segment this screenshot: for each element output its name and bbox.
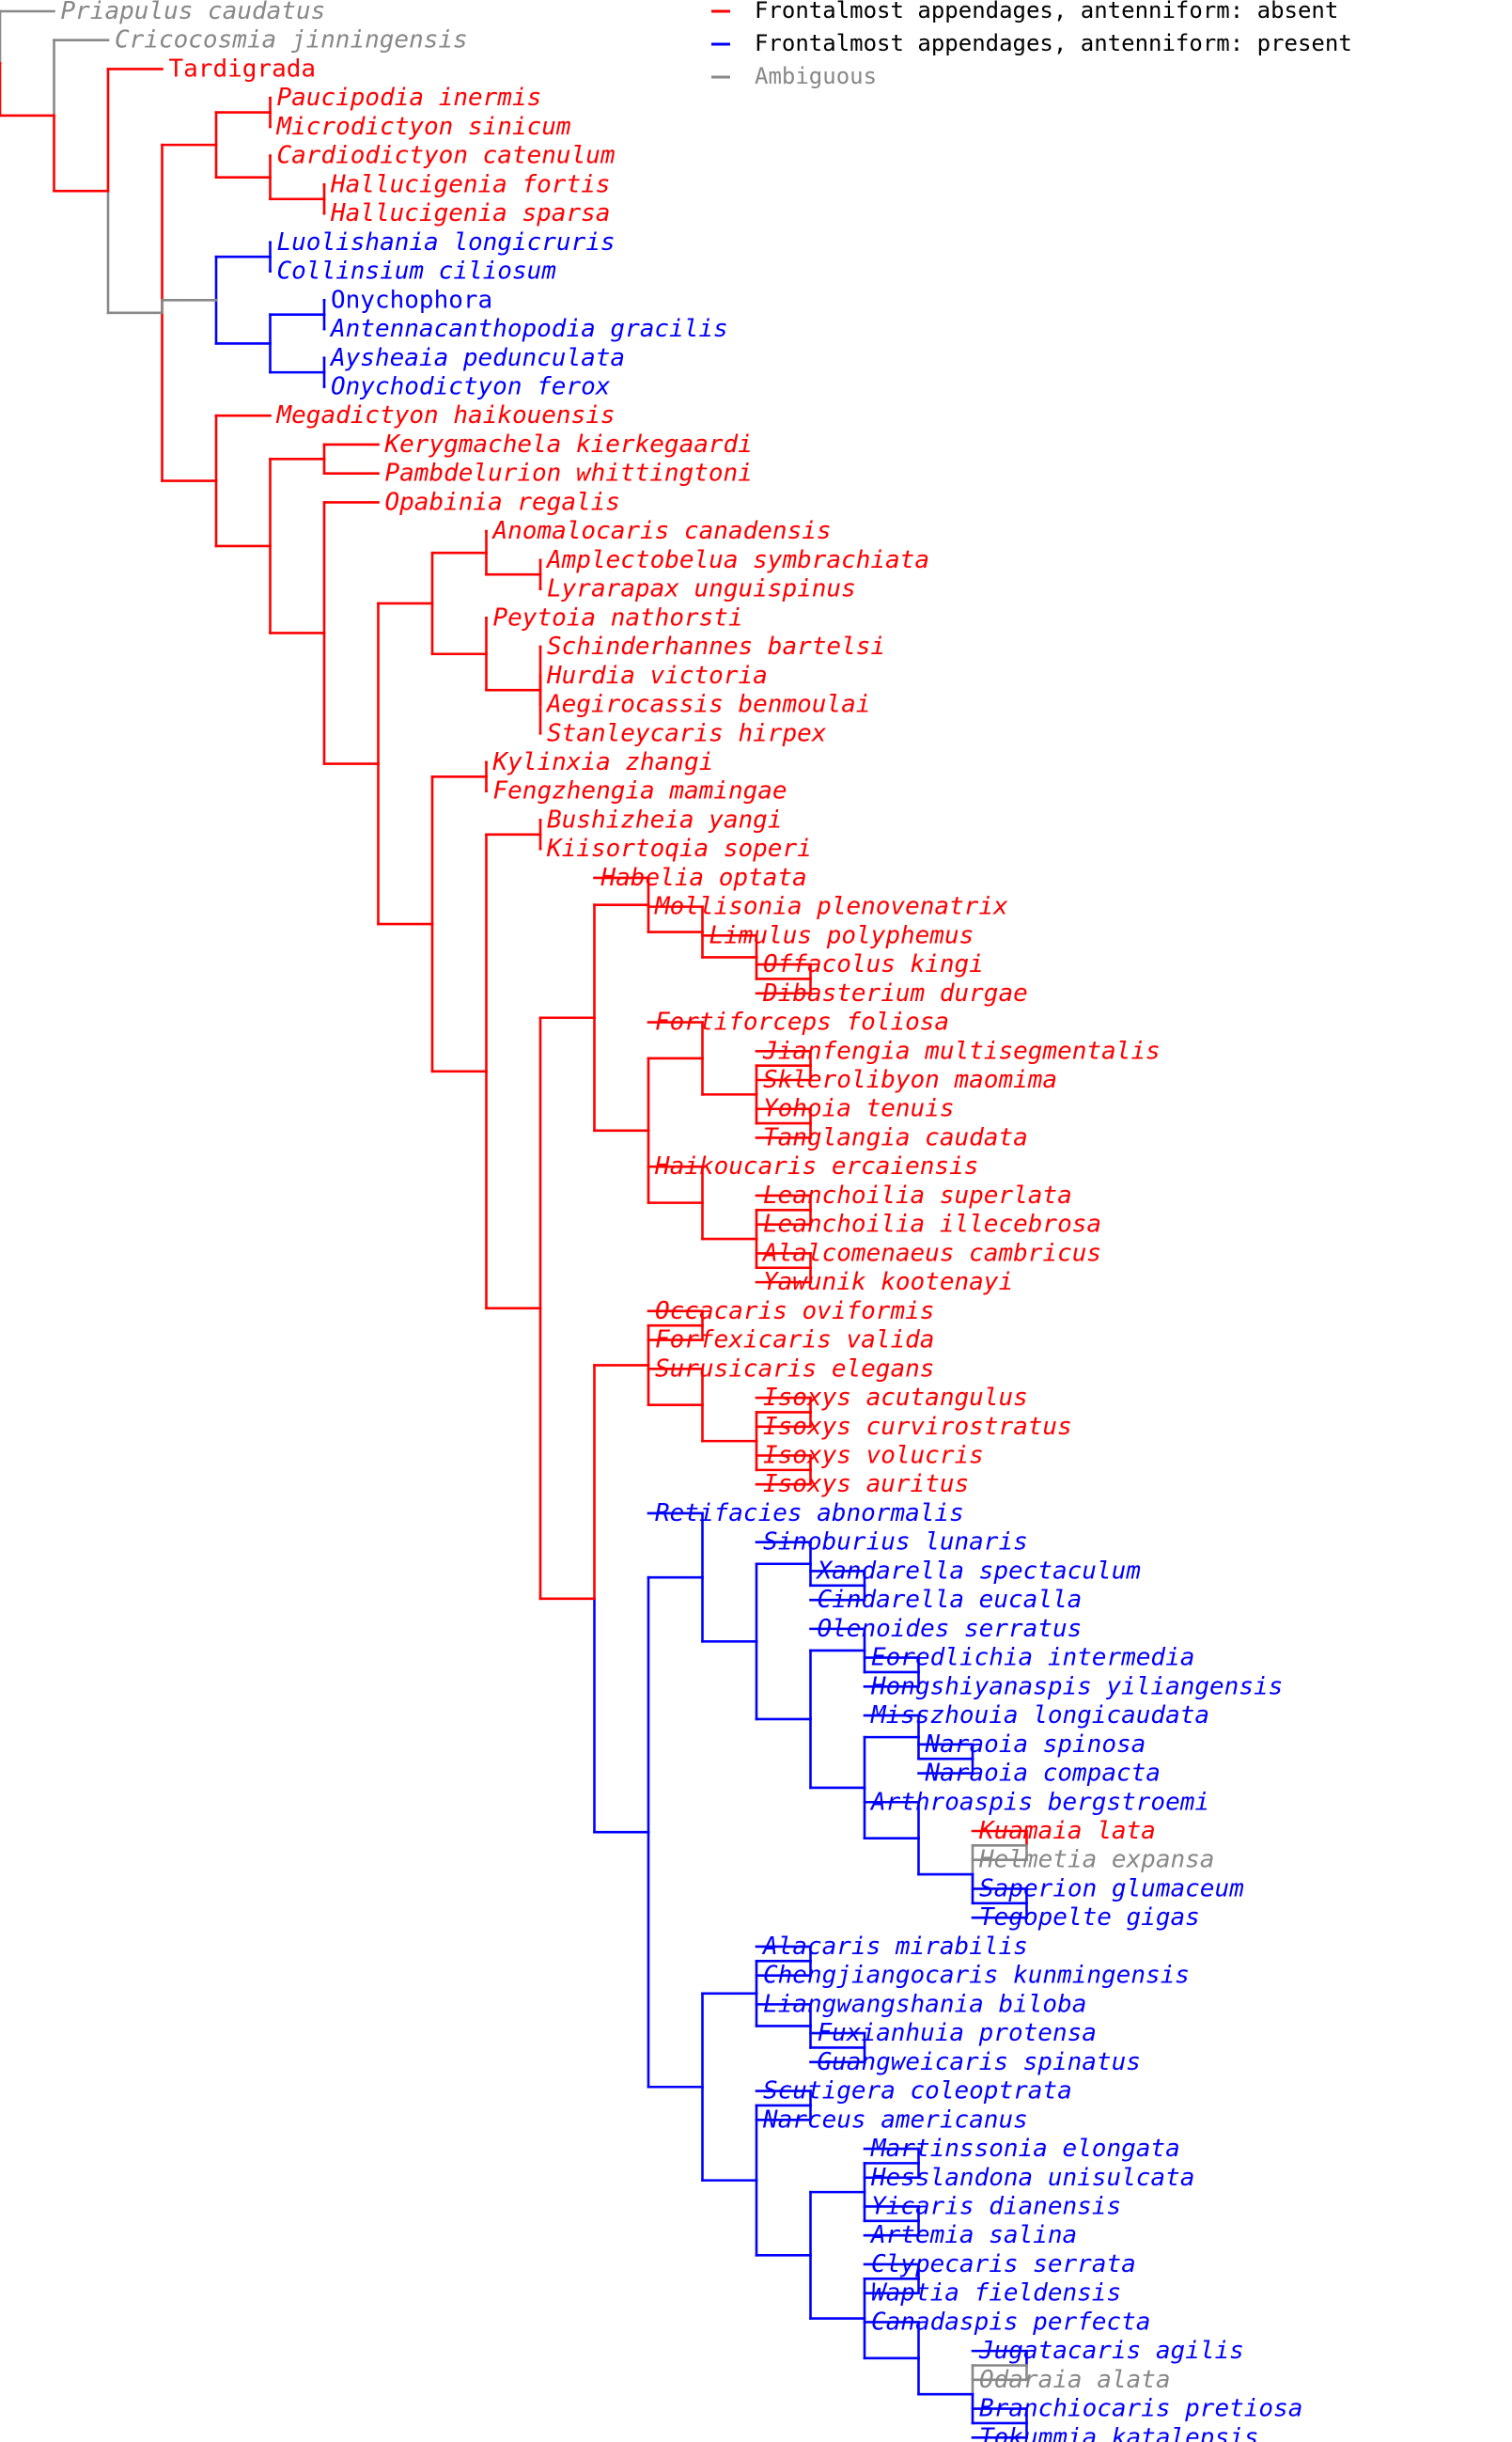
taxon-label: Antennacanthopodia gracilis [329,315,728,343]
taxon-label: Isoxys curvirostratus [763,1413,1072,1441]
taxon-label: Fortiforceps foliosa [655,1009,949,1037]
taxon-label: Cricocosmia jinningensis [115,26,468,55]
taxon-label: Naraoia compacta [925,1760,1161,1788]
taxon-label: Dibasterium durgae [762,979,1028,1008]
taxon-label: Leanchoilia superlata [763,1182,1072,1210]
taxon-label: Hallucigenia sparsa [330,199,610,227]
taxon-label: Naraoia spinosa [925,1730,1146,1759]
taxon-label: Peytoia nathorsti [493,603,743,632]
taxon-label: Stanleycaris hirpex [547,719,827,747]
taxon-label: Paucipodia inermis [277,84,542,112]
taxon-label: Saperion glumaceum [979,1874,1244,1902]
taxon-label: Hongshiyanaspis yiliangensis [870,1672,1283,1700]
taxon-label: Yicaris dianensis [871,2192,1121,2220]
taxon-label: Tardigrada [169,55,317,83]
taxon-label: Amplectobelua symbrachiata [545,546,929,574]
taxon-label: Tegopelte gigas [979,1903,1200,1932]
taxon-label: Bushizheia yangi [547,806,782,834]
taxon-label: Megadictyon haikouensis [276,401,616,430]
taxon-label: Isoxys auritus [763,1470,969,1498]
taxon-label: Isoxys acutangulus [763,1384,1028,1412]
taxon-label: Clypecaris serrata [871,2250,1136,2278]
taxon-label: Waptia fieldensis [871,2279,1121,2308]
taxon-label: Artemia salina [869,2221,1077,2249]
taxon-label: Onychophora [331,286,492,314]
taxon-label: Collinsium ciliosum [277,258,556,286]
taxon-label: Kiisortoqia soperi [546,835,812,863]
taxon-label: Anomalocaris canadensis [491,517,832,545]
taxon-label: Branchiocaris pretiosa [979,2395,1302,2423]
legend-label-ambiguous: Ambiguous [755,63,877,89]
taxon-label: Hallucigenia fortis [330,170,610,198]
tree-branches [0,9,1028,2439]
taxon-label: Kuamaia lata [978,1817,1156,1845]
taxon-label: Priapulus caudatus [61,0,326,25]
legend: Frontalmost appendages, antenniform: abs… [711,0,1352,89]
taxon-label: Aegirocassis benmoulai [545,691,870,719]
taxon-label: Xandarella spectaculum [816,1557,1141,1585]
taxon-label: Yohoia tenuis [763,1095,955,1123]
taxon-label: Offacolus kingi [763,950,984,978]
taxon-label: Misszhouia longicaudata [870,1701,1209,1730]
taxon-label: Pambdelurion whittingtoni [385,460,753,488]
taxon-label: Scutigera coleoptrata [763,2077,1072,2105]
taxon-label: Habelia optata [600,864,807,892]
taxon-label: Arthroaspis bergstroemi [869,1788,1209,1816]
taxon-label: Sklerolibyon maomima [763,1066,1057,1094]
taxon-label: Forfexicaris valida [655,1326,934,1354]
taxon-label: Sinoburius lunaris [763,1528,1028,1557]
taxon-label: Tokummia katalepsis [979,2423,1258,2442]
taxon-label: Kylinxia zhangi [492,748,714,776]
taxon-label: Canadaspis perfecta [871,2308,1150,2336]
legend-label-absent: Frontalmost appendages, antenniform: abs… [755,0,1338,23]
taxon-label: Fuxianhuia protensa [818,2019,1097,2047]
taxon-label: Odaraia alata [979,2366,1171,2394]
taxon-label: Mollisonia plenovenatrix [654,893,1008,921]
taxon-label: Microdictyon sinicum [276,113,571,141]
taxon-label: Cindarella eucalla [818,1586,1083,1614]
taxon-label: Jianfengia multisegmentalis [762,1037,1161,1065]
taxon-label: Jugatacaris agilis [978,2337,1244,2365]
taxon-label: Leanchoilia illecebrosa [763,1211,1101,1239]
taxon-label: Lyrarapax unguispinus [547,575,856,603]
taxon-label: Chengjiangocaris kunmingensis [763,1962,1190,1990]
taxon-label: Aysheaia pedunculata [329,344,625,372]
taxon-label: Hurdia victoria [546,662,768,690]
taxon-label: Alacaris mirabilis [761,1933,1028,1961]
taxon-label: Schinderhannes bartelsi [547,633,885,661]
taxon-label: Luolishania longicruris [277,228,616,257]
taxon-label: Narceus americanus [762,2105,1028,2134]
taxon-label: Limulus polyphemus [709,921,974,949]
taxon-label: Eoredlichia intermedia [871,1644,1194,1672]
taxon-label: Olenoides serratus [818,1615,1083,1643]
taxon-label: Martinssonia elongata [870,2135,1180,2163]
taxon-label: Surusicaris elegans [655,1354,934,1383]
taxon-label: Cardiodictyon catenulum [277,142,616,170]
taxon-label: Yawunik kootenayi [763,1268,1013,1296]
taxon-label: Hesslandona unisulcata [870,2164,1194,2192]
taxon-label: Haikoucaris ercaiensis [654,1152,978,1181]
taxon-label: Alalcomenaeus cambricus [761,1239,1101,1267]
taxon-label: Opabinia regalis [385,488,620,516]
taxon-label: Guangweicaris spinatus [818,2048,1141,2076]
taxon-label: Liangwangshania biloba [763,1990,1086,2018]
legend-label-present: Frontalmost appendages, antenniform: pre… [755,30,1352,56]
taxon-label: Kerygmachela kierkegaardi [384,430,753,459]
taxon-label: Tanglangia caudata [763,1123,1028,1151]
taxon-label: Isoxys volucris [763,1442,984,1470]
taxon-label: Helmetia expansa [978,1846,1214,1874]
taxon-label: Retifacies abnormalis [655,1499,964,1527]
taxon-label: Onychodictyon ferox [331,372,611,400]
taxon-label: Fengzhengia mamingae [493,777,787,806]
taxon-label: Occacaris oviformis [655,1297,934,1325]
